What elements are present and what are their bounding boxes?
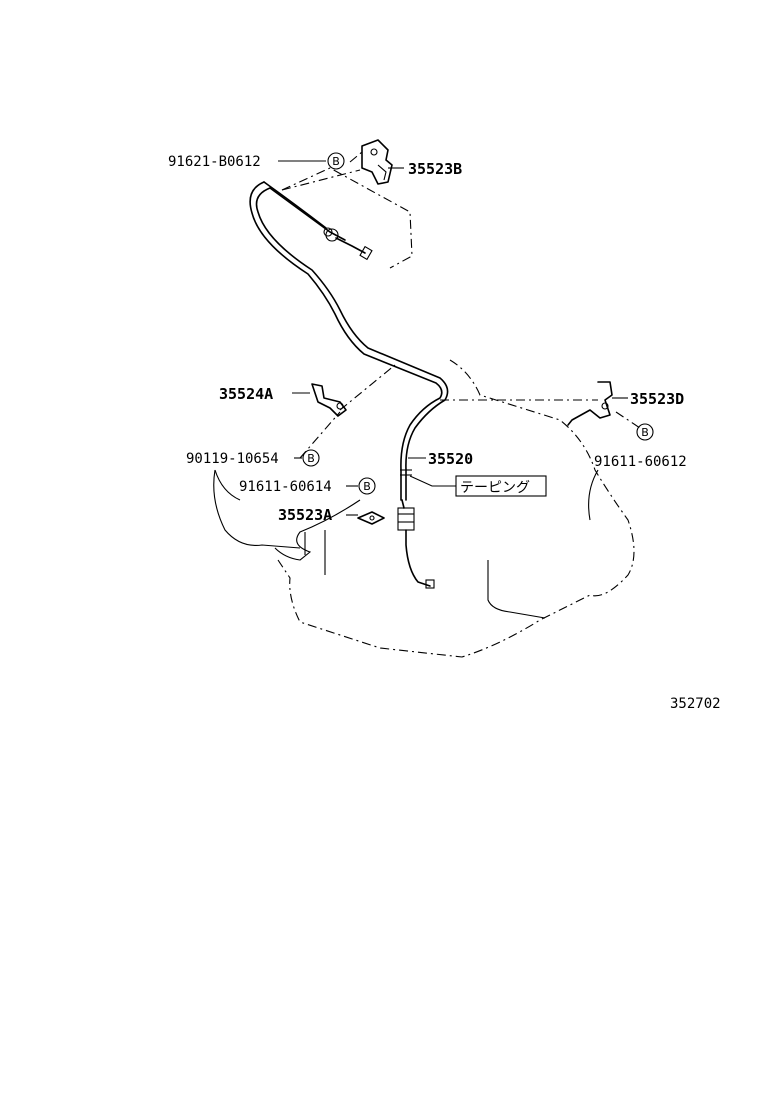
label-35523b: 35523B bbox=[408, 160, 462, 178]
label-91611-60614: 91611-60614 bbox=[239, 479, 332, 495]
bracket-box bbox=[281, 167, 413, 269]
label-90119-10654: 90119-10654 bbox=[186, 451, 279, 467]
bolt-marker-2: B bbox=[302, 449, 320, 467]
bolt-marker-3: B bbox=[358, 477, 376, 495]
bolt-marker-1: B bbox=[327, 152, 345, 170]
label-35523d: 35523D bbox=[630, 390, 684, 408]
grommet-35524a bbox=[311, 383, 347, 417]
speedometer-cable bbox=[249, 181, 449, 589]
connection-lines bbox=[281, 151, 641, 459]
transmission-outline bbox=[213, 359, 635, 658]
label-35523a: 35523A bbox=[278, 506, 332, 524]
leader-lines bbox=[278, 160, 628, 516]
clamp-35523d bbox=[567, 381, 613, 426]
label-91611-60612: 91611-60612 bbox=[594, 454, 687, 470]
svg-text:B: B bbox=[332, 155, 340, 168]
taping-callout: テーピング bbox=[455, 475, 547, 497]
bolt-marker-4: B bbox=[636, 423, 654, 441]
svg-text:B: B bbox=[363, 480, 371, 493]
svg-text:B: B bbox=[641, 426, 649, 439]
clamp-35523b bbox=[361, 139, 393, 185]
plate-35523a bbox=[357, 511, 385, 525]
label-35524a: 35524A bbox=[219, 385, 273, 403]
svg-text:テーピング: テーピング bbox=[460, 480, 530, 496]
label-35520: 35520 bbox=[428, 450, 473, 468]
label-91621-b0612: 91621-B0612 bbox=[168, 154, 261, 170]
svg-text:B: B bbox=[307, 452, 315, 465]
diagram-number: 352702 bbox=[670, 696, 721, 712]
